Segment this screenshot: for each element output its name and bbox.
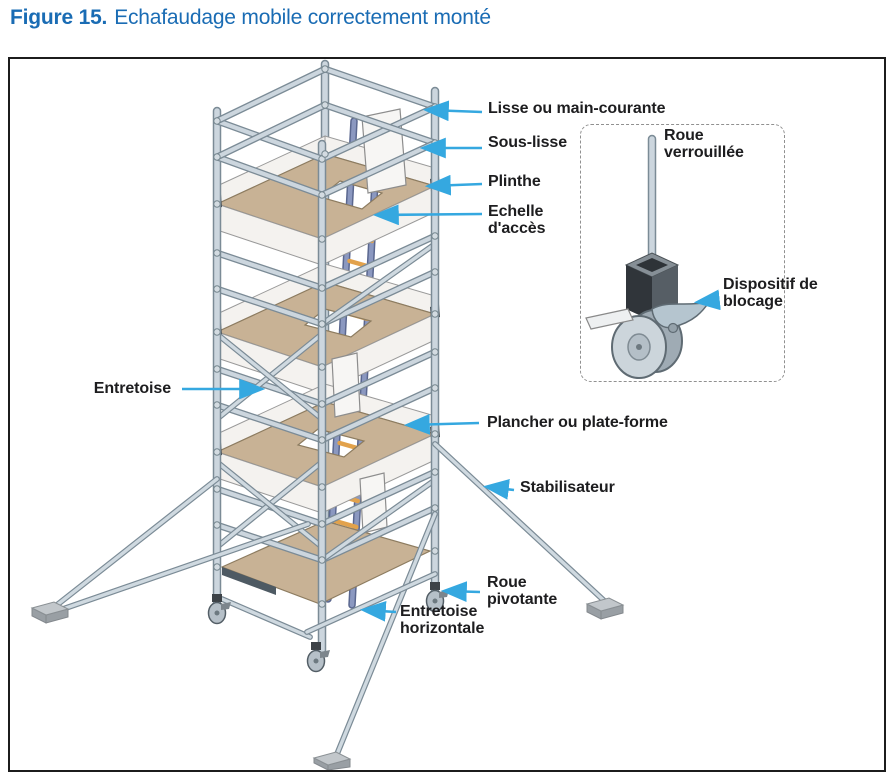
label-lisse: Lisse ou main-courante <box>488 100 666 117</box>
label-stabilisateur: Stabilisateur <box>520 479 615 496</box>
label-dispositif-blocage: Dispositif de blocage <box>723 276 818 311</box>
label-entretoise: Entretoise <box>93 380 171 397</box>
figure-title: Figure 15. Echafaudage mobile correctemen… <box>10 6 491 30</box>
figure-number: Figure 15. <box>10 6 108 29</box>
figure-caption: Echafaudage mobile correctement monté <box>114 6 491 29</box>
leader-arrows <box>182 100 721 622</box>
label-plinthe: Plinthe <box>488 173 541 190</box>
label-roue-pivotante: Roue pivotante <box>487 574 558 609</box>
label-echelle-acces: Echelle d'accès <box>488 203 546 238</box>
figure-frame: Lisse ou main-courante Sous-lisse Plinth… <box>8 57 886 772</box>
locked-caster-wheel-icon <box>585 134 711 379</box>
label-entretoise-horizontale: Entretoise horizontale <box>400 603 485 638</box>
label-roue-verrouillee: Roue verrouillée <box>664 127 744 162</box>
label-plancher: Plancher ou plate-forme <box>487 414 668 431</box>
label-sous-lisse: Sous-lisse <box>488 134 568 151</box>
scaffold-illustration <box>30 59 721 770</box>
